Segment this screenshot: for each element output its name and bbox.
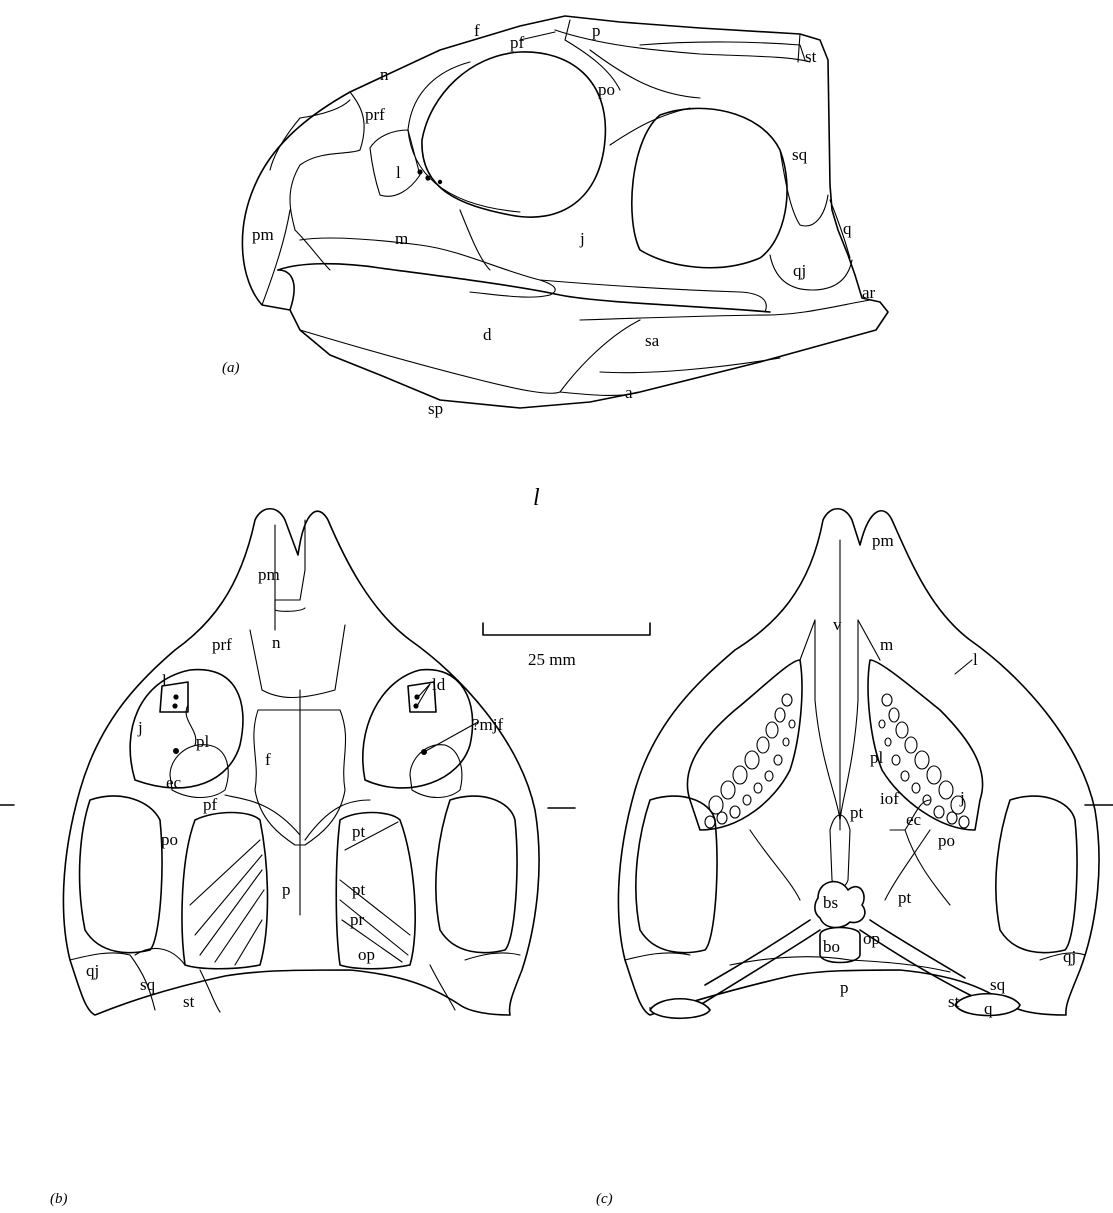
- label-prf: prf: [365, 105, 385, 124]
- label-pl: pl: [196, 732, 210, 751]
- label-qj: qj: [86, 961, 99, 980]
- label-po: po: [598, 80, 615, 99]
- label-sq: sq: [792, 145, 808, 164]
- label-f: f: [265, 750, 271, 769]
- label-st: st: [805, 47, 817, 66]
- label-sp: sp: [428, 399, 443, 418]
- label-n: n: [272, 633, 281, 652]
- label-j: j: [959, 788, 965, 807]
- label-j: j: [137, 718, 143, 737]
- label-pt-lower: pt: [898, 888, 912, 907]
- panel-a-lateral-view: [242, 16, 888, 408]
- label-n: n: [380, 65, 389, 84]
- label-st: st: [948, 992, 960, 1011]
- label-j: j: [579, 229, 585, 248]
- panel-c-labels: pm v m l pl iof j pt ec po bs pt bo op q…: [596, 531, 1076, 1207]
- label-l: l: [973, 650, 978, 669]
- teeth-left: [705, 694, 795, 828]
- label-p: p: [592, 21, 601, 40]
- label-bs: bs: [823, 893, 838, 912]
- label-m: m: [880, 635, 893, 654]
- label-a: a: [625, 383, 633, 402]
- label-pt-lower: pt: [352, 880, 366, 899]
- label-pm: pm: [872, 531, 894, 550]
- label-qj: qj: [793, 261, 806, 280]
- panel-a-caption: (a): [222, 360, 240, 376]
- label-sq: sq: [990, 975, 1006, 994]
- label-op: op: [863, 929, 880, 948]
- label-qj: qj: [1063, 947, 1076, 966]
- label-pf: pf: [203, 795, 218, 814]
- label-l: l: [396, 163, 401, 182]
- label-prf: prf: [212, 635, 232, 654]
- label-sa: sa: [645, 331, 660, 350]
- label-ar: ar: [862, 283, 876, 302]
- label-pt-upper: pt: [850, 803, 864, 822]
- label-ec: ec: [906, 810, 922, 829]
- label-sq: sq: [140, 975, 156, 994]
- label-pf: pf: [510, 33, 525, 52]
- label-po: po: [161, 830, 178, 849]
- stray-mark-l: l: [533, 485, 540, 511]
- label-iof: iof: [880, 789, 899, 808]
- label-bo: bo: [823, 937, 840, 956]
- panel-b-dorsal-view: [0, 509, 575, 1015]
- label-p: p: [282, 880, 291, 899]
- label-q: q: [843, 219, 852, 238]
- label-op: op: [358, 945, 375, 964]
- label-ld: ld: [432, 675, 446, 694]
- label-pm: pm: [258, 565, 280, 584]
- label-f: f: [474, 21, 480, 40]
- label-st: st: [183, 992, 195, 1011]
- scale-bar-label: 25 mm: [528, 650, 576, 669]
- label-pm: pm: [252, 225, 274, 244]
- label-v: v: [833, 615, 842, 634]
- label-p: p: [840, 978, 849, 997]
- label-po: po: [938, 831, 955, 850]
- panel-c-caption: (c): [596, 1191, 613, 1207]
- label-pt-upper: pt: [352, 822, 366, 841]
- label-mjf: ?mjf: [472, 715, 503, 734]
- label-d: d: [483, 325, 492, 344]
- label-l: l: [162, 671, 167, 690]
- label-pl: pl: [870, 748, 884, 767]
- label-pr: pr: [350, 910, 365, 929]
- label-m: m: [395, 229, 408, 248]
- label-q: q: [984, 999, 993, 1018]
- label-ec: ec: [166, 773, 182, 792]
- scale-bar: 25 mm: [483, 623, 650, 669]
- panel-b-caption: (b): [50, 1191, 68, 1207]
